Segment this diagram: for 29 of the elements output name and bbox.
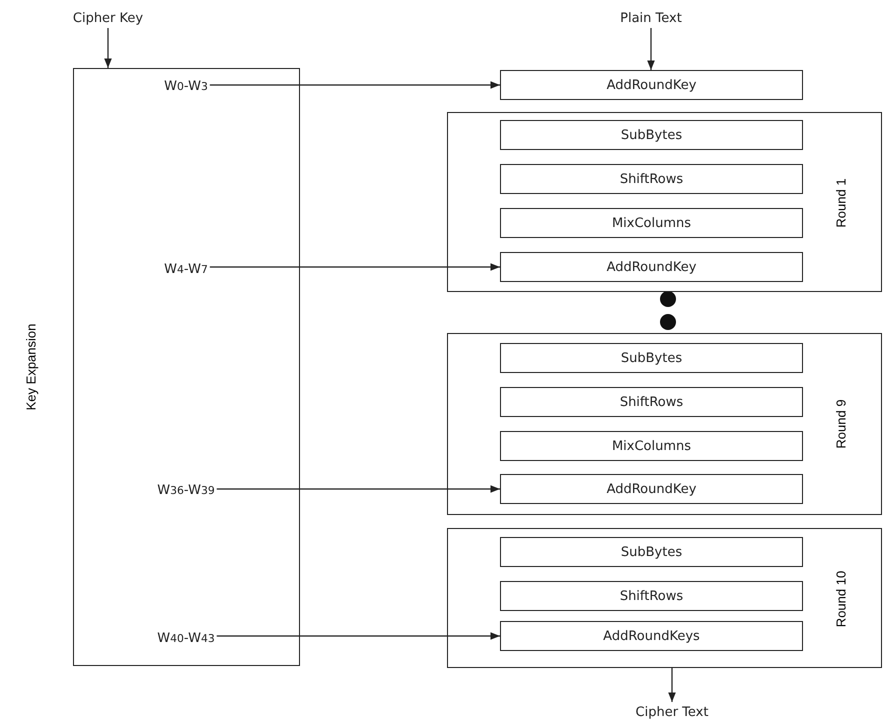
process-box: AddRoundKey — [500, 474, 803, 504]
arrow — [647, 28, 655, 70]
arrow — [210, 263, 500, 271]
process-box: MixColumns — [500, 208, 803, 238]
round-label: Round 9 — [834, 399, 848, 449]
process-box: AddRoundKey — [500, 252, 803, 282]
process-box: MixColumns — [500, 431, 803, 461]
process-box: SubBytes — [500, 120, 803, 150]
text-label: Cipher Key — [70, 8, 146, 28]
arrow — [104, 28, 112, 68]
round-label: Round 1 — [834, 178, 848, 228]
process-box: AddRoundKeys — [500, 621, 803, 651]
arrow — [216, 632, 500, 640]
arrow — [210, 81, 500, 89]
arrow — [216, 485, 500, 493]
process-box: ShiftRows — [500, 164, 803, 194]
round-box — [447, 528, 882, 668]
text-label: Cipher Text — [622, 702, 722, 722]
arrow — [668, 668, 676, 702]
process-box: SubBytes — [500, 537, 803, 567]
process-box: ShiftRows — [500, 387, 803, 417]
box-title: Key Expansion — [24, 324, 38, 410]
process-box: AddRoundKey — [500, 70, 803, 100]
text-label: Plain Text — [611, 8, 691, 28]
round-box — [447, 333, 882, 515]
round-box — [447, 112, 882, 292]
process-box: ShiftRows — [500, 581, 803, 611]
process-box: SubBytes — [500, 343, 803, 373]
round-label: Round 10 — [834, 570, 848, 628]
